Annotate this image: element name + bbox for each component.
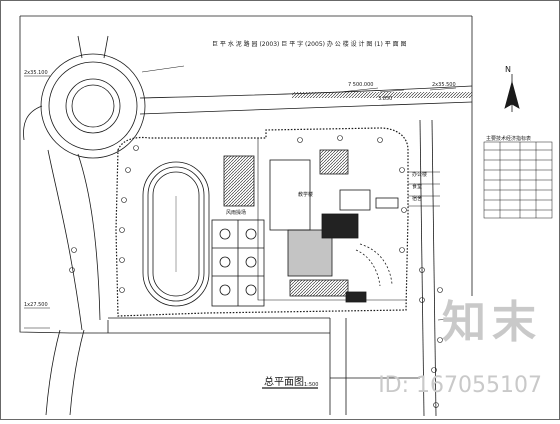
benchmark-label: 3.850: [378, 96, 392, 102]
leader-lines: [24, 65, 463, 329]
site-boundary: [115, 127, 409, 317]
road-network: [23, 35, 473, 417]
building-label: 宿舍: [412, 195, 422, 202]
legend-header: 主要技术经济指标表: [486, 135, 531, 142]
frame-left: [19, 16, 98, 334]
benchmark-label: 7 500.000: [348, 82, 373, 88]
benchmark-label: 2x35.500: [432, 82, 456, 88]
legend-table: [483, 141, 553, 219]
running-track: [142, 161, 210, 307]
main-buildings: [269, 159, 399, 303]
building-label: 风雨操场: [226, 209, 246, 216]
benchmark-label: 2x35.100: [24, 70, 48, 76]
drawing-scale: 1:500: [304, 382, 318, 388]
road-edge-hatch: [292, 92, 472, 98]
drawing-title: 总平面图: [264, 375, 304, 388]
basketball-courts: [211, 219, 265, 307]
north-arrow-icon: [504, 74, 520, 112]
watermark-id: ID: 167055107: [378, 373, 542, 398]
building-label: 办公楼: [412, 171, 427, 178]
roundabout: [40, 53, 146, 159]
drawing-top-note: 巨 平 水 泥 路 园 (2003) 巨 平 字 (2005) 办 公 楼 设 …: [212, 40, 407, 48]
tree-row: [69, 135, 443, 408]
watermark-logo: 知末: [442, 297, 542, 348]
benchmark-label: 1x27.500: [24, 302, 48, 308]
north-arrow-label: N: [505, 65, 511, 74]
building-label: 教学楼: [298, 191, 313, 198]
building-label: 食堂: [412, 183, 422, 190]
gym-building: [223, 155, 255, 207]
canteen-building: [319, 149, 349, 175]
